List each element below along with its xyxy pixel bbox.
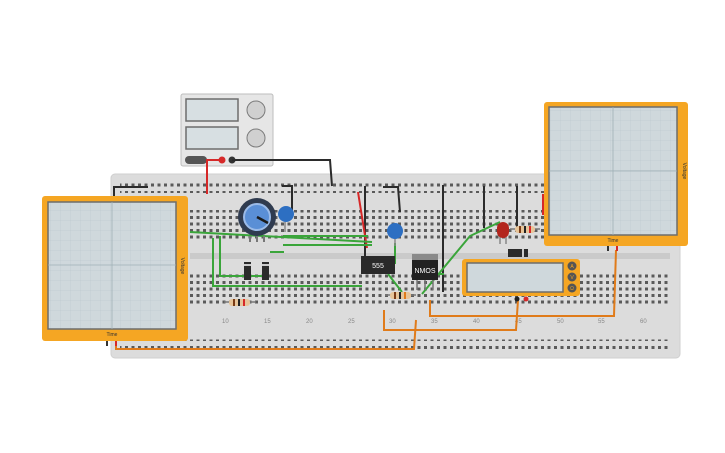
red-wires[interactable] (206, 159, 544, 249)
multimeter-mode-a[interactable] (567, 261, 577, 271)
column-number-10: 10 (222, 319, 229, 325)
oscilloscope-right[interactable]: Time Voltage (544, 102, 688, 251)
power-supply[interactable] (180, 93, 274, 167)
breadboard-column-numbers: 10 15 20 25 30 35 40 45 50 55 60 (222, 319, 647, 325)
ceramic-capacitor-1[interactable] (278, 206, 294, 232)
column-number-20: 20 (306, 319, 313, 325)
column-number-55: 55 (598, 319, 605, 325)
timer-555-chip[interactable]: 555 (361, 256, 395, 274)
multimeter-mode-ohm-label: Ω (570, 286, 574, 292)
current-knob[interactable] (246, 128, 266, 148)
diode-3[interactable] (508, 249, 528, 257)
potentiometer[interactable] (238, 198, 276, 242)
multimeter-mode-v-label: V (570, 275, 574, 281)
multimeter-mode-a-label: A (570, 264, 574, 270)
multimeter[interactable]: A V Ω (462, 259, 580, 302)
red-led[interactable] (497, 222, 509, 244)
black-wires[interactable] (113, 159, 518, 292)
column-number-35: 35 (431, 319, 438, 325)
left-scope-time-label: Time (107, 332, 118, 338)
column-number-15: 15 (264, 319, 271, 325)
resistor-2[interactable] (385, 292, 416, 299)
resistor-1[interactable] (224, 299, 256, 306)
multimeter-mode-v[interactable] (567, 272, 577, 282)
left-scope-voltage-label: Voltage (179, 258, 185, 275)
column-number-30: 30 (389, 319, 396, 325)
resistor-3[interactable] (510, 226, 540, 233)
multimeter-mode-ohm[interactable] (567, 283, 577, 293)
orange-wires[interactable] (115, 249, 617, 350)
power-switch[interactable] (185, 156, 207, 164)
nmos-transistor[interactable]: NMOS (412, 254, 438, 290)
column-number-25: 25 (348, 319, 355, 325)
column-number-40: 40 (473, 319, 480, 325)
voltage-knob[interactable] (246, 100, 266, 120)
diode-1[interactable] (244, 262, 251, 280)
column-number-45: 45 (515, 319, 522, 325)
diode-2[interactable] (262, 262, 269, 280)
column-number-60: 60 (640, 319, 647, 325)
nmos-label: NMOS (415, 268, 436, 275)
column-number-50: 50 (557, 319, 564, 325)
right-scope-voltage-label: Voltage (681, 163, 687, 180)
timer-chip-label: 555 (372, 263, 384, 270)
oscilloscope-left[interactable]: Time Voltage (42, 196, 188, 346)
right-scope-time-label: Time (608, 238, 619, 244)
ceramic-capacitor-2[interactable] (387, 223, 403, 246)
